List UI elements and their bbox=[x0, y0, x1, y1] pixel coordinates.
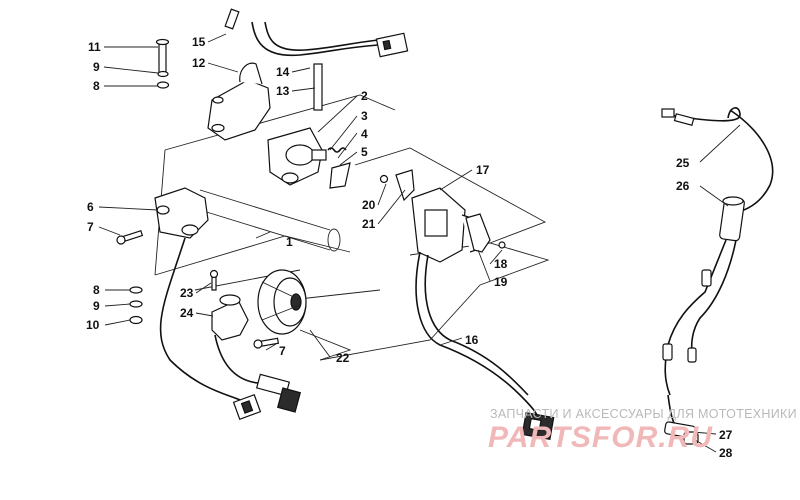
callout-15: 15 bbox=[192, 35, 206, 49]
screw-23 bbox=[209, 269, 219, 291]
callout-25: 25 bbox=[676, 156, 690, 170]
harness-14b bbox=[264, 21, 379, 51]
callout-27: 27 bbox=[719, 428, 733, 442]
nut-upper bbox=[156, 81, 170, 89]
watermark: ЗАПЧАСТИ И АКСЕССУАРЫ ДЛЯ МОТОТЕХНИКИ PA… bbox=[488, 407, 797, 454]
sensor-branch-b bbox=[690, 239, 737, 361]
callout-6: 6 bbox=[87, 200, 94, 214]
callout-3: 3 bbox=[361, 109, 368, 123]
callout-2: 2 bbox=[361, 89, 368, 103]
block-wire bbox=[159, 237, 241, 401]
callout-9-lower: 9 bbox=[93, 299, 100, 313]
throttle-bracket bbox=[207, 62, 271, 141]
washer-upper bbox=[157, 70, 169, 78]
lever-19 bbox=[465, 213, 491, 253]
wire-tie-15 bbox=[224, 8, 240, 30]
callout-1: 1 bbox=[286, 235, 293, 249]
callout-11: 11 bbox=[88, 40, 101, 54]
washer-9 bbox=[129, 300, 143, 308]
callout-18: 18 bbox=[494, 257, 508, 271]
screw-7-lower bbox=[253, 337, 280, 349]
callout-7-upper: 7 bbox=[87, 220, 94, 234]
callout-22: 22 bbox=[336, 351, 350, 365]
callout-labels: 11 9 8 15 12 14 13 2 3 4 5 6 7 1 8 9 10 … bbox=[86, 35, 733, 460]
sensor-plug-top bbox=[661, 108, 695, 126]
pin-bolt bbox=[155, 38, 170, 75]
control-block bbox=[154, 187, 209, 239]
sensor-wire-loop bbox=[729, 109, 774, 213]
callout-23: 23 bbox=[180, 286, 194, 300]
throttle-housing bbox=[267, 127, 327, 186]
callout-20: 20 bbox=[362, 198, 376, 212]
harness-16 bbox=[415, 251, 541, 426]
bottom-connector bbox=[232, 373, 302, 420]
callout-4: 4 bbox=[361, 127, 368, 141]
switch-wire bbox=[214, 334, 259, 384]
nut-10 bbox=[129, 315, 143, 325]
sensor-branch-a bbox=[664, 239, 727, 396]
sensor-cap-28 bbox=[683, 431, 699, 445]
callout-10: 10 bbox=[86, 318, 100, 332]
callout-8: 8 bbox=[93, 79, 100, 93]
watermark-caption: ЗАПЧАСТИ И АКСЕССУАРЫ ДЛЯ МОТОТЕХНИКИ bbox=[490, 407, 797, 421]
callout-21: 21 bbox=[362, 217, 376, 231]
switch-24 bbox=[211, 294, 249, 341]
heater-housing-22 bbox=[257, 269, 307, 335]
spring-3 bbox=[327, 147, 347, 153]
callout-19: 19 bbox=[494, 275, 508, 289]
sensor-junction-26 bbox=[719, 196, 745, 242]
screw-7-upper bbox=[116, 229, 144, 245]
callout-9: 9 bbox=[93, 60, 100, 74]
harness-16b bbox=[424, 254, 529, 396]
callout-5: 5 bbox=[361, 145, 368, 159]
harness-14 bbox=[251, 21, 379, 57]
watermark-logo: PARTSFOR.RU bbox=[488, 421, 713, 454]
callout-7-lower: 7 bbox=[279, 344, 286, 358]
callout-24: 24 bbox=[180, 306, 194, 320]
washer-8 bbox=[129, 286, 143, 294]
leader-lines bbox=[98, 33, 741, 453]
clip-13 bbox=[313, 63, 323, 111]
sensor-probe-a bbox=[662, 269, 712, 363]
screw-18 bbox=[498, 241, 506, 249]
callout-16: 16 bbox=[465, 333, 479, 347]
callout-12: 12 bbox=[192, 56, 206, 70]
callout-13: 13 bbox=[276, 84, 290, 98]
lever-21 bbox=[395, 169, 415, 202]
plate-4 bbox=[329, 162, 351, 189]
callout-8-lower: 8 bbox=[93, 283, 100, 297]
callout-17: 17 bbox=[476, 163, 490, 177]
callout-14: 14 bbox=[276, 65, 290, 79]
harness-16-connector bbox=[521, 412, 555, 440]
sensor-wire-top bbox=[669, 107, 741, 122]
screw-20 bbox=[379, 174, 389, 184]
throttle-lever-bar bbox=[199, 189, 341, 252]
callout-26: 26 bbox=[676, 179, 690, 193]
harness-connector bbox=[375, 32, 409, 58]
callout-28: 28 bbox=[719, 446, 733, 460]
